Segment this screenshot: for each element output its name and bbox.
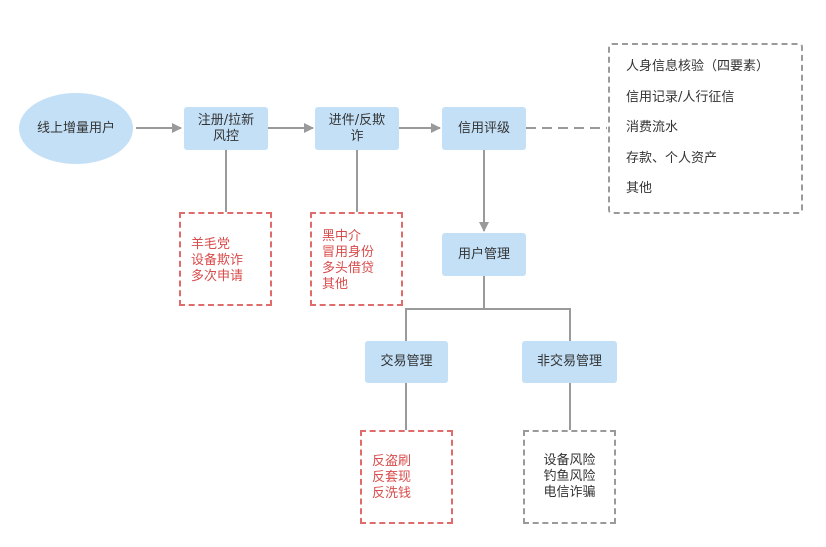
node-register-risk-control: 注册/拉新 风控 [184, 107, 268, 150]
note-non-transaction-risks: 设备风险 钓鱼风险 电信诈骗 [523, 430, 616, 524]
credit-input-item: 消费流水 [626, 120, 679, 135]
branch-user-mgmt [405, 276, 485, 341]
credit-input-item: 人身信息核验（四要素） [626, 59, 770, 74]
note-register-risks: 羊毛党 设备欺诈 多次申请 [179, 212, 272, 306]
credit-input-item: 存款、个人资产 [626, 150, 718, 166]
node-loan-anti-fraud: 进件/反欺 诈 [315, 107, 399, 150]
node-credit-rating: 信用评级 [442, 107, 526, 150]
branch-user-mgmt-right [484, 308, 571, 341]
note-loan-risks: 黑中介 冒用身份 多头借贷 其他 [310, 212, 403, 306]
node-transaction-management: 交易管理 [365, 341, 448, 383]
credit-input-item: 信用记录/人行征信 [626, 89, 735, 105]
node-non-transaction-management: 非交易管理 [522, 341, 617, 383]
note-transaction-risks: 反盗刷 反套现 反洗钱 [360, 430, 453, 524]
credit-input-item: 其他 [626, 181, 653, 196]
node-user-management: 用户管理 [442, 233, 526, 276]
node-start: 线上增量用户 [19, 93, 133, 164]
credit-inputs-box: 人身信息核验（四要素） 信用记录/人行征信 消费流水 存款、个人资产 其他 [608, 43, 803, 214]
